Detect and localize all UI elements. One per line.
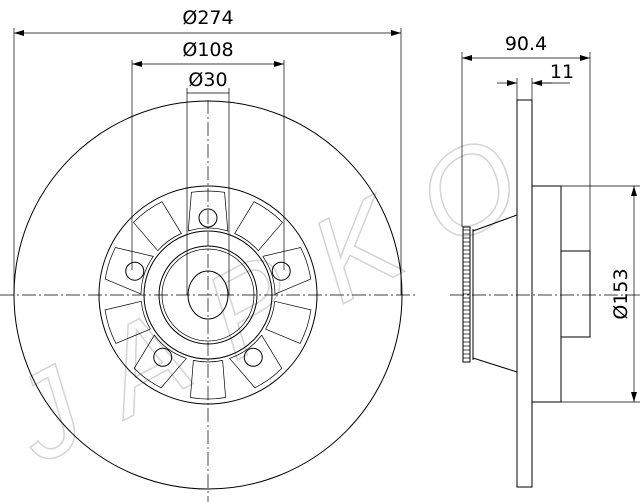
hub-pocket [229,334,283,389]
hub-pocket [187,190,229,232]
hub-pocket [190,359,226,400]
dim-hub-diameter: Ø153 [610,268,632,319]
bolt-hole [153,347,173,367]
side-view [462,99,591,488]
bolt-hole [243,347,263,367]
bolt-hole [198,208,218,228]
front-dimensions: Ø274 Ø108 Ø30 [13,7,402,295]
hub-pocket [104,247,154,295]
hat-upper [472,214,518,232]
bolt-hole [271,261,291,281]
dim-center-bore: Ø30 [188,69,227,91]
watermark-logo: JAPKO [0,91,576,488]
center-bore [187,270,229,320]
dim-bolt-circle: Ø108 [182,39,233,61]
hub-pocket [262,247,312,295]
front-view [13,100,403,490]
dim-disc-thickness: 11 [550,61,574,83]
bolt-holes [125,208,291,367]
hub-pocket [234,201,283,252]
dim-outer-diameter: Ø274 [182,7,233,29]
hub-pocket [133,201,182,251]
side-dimensions: 90.4 11 Ø153 [461,33,640,403]
hub-pocket [265,300,312,344]
bolt-hole [125,261,145,281]
abs-ring-teeth [463,229,470,359]
hub-outer-edge [98,185,318,405]
bearing-ring-outer [158,245,258,345]
hub-inner-ring [143,230,273,360]
hub-pocket [104,300,151,344]
dim-total-height: 90.4 [505,33,547,55]
hub-spigot [560,250,591,338]
hub-pockets [104,190,312,400]
bearing-ring-inner [161,248,255,342]
hub-pocket [133,334,187,389]
abs-ring [462,226,471,363]
hat-lower [472,357,518,373]
